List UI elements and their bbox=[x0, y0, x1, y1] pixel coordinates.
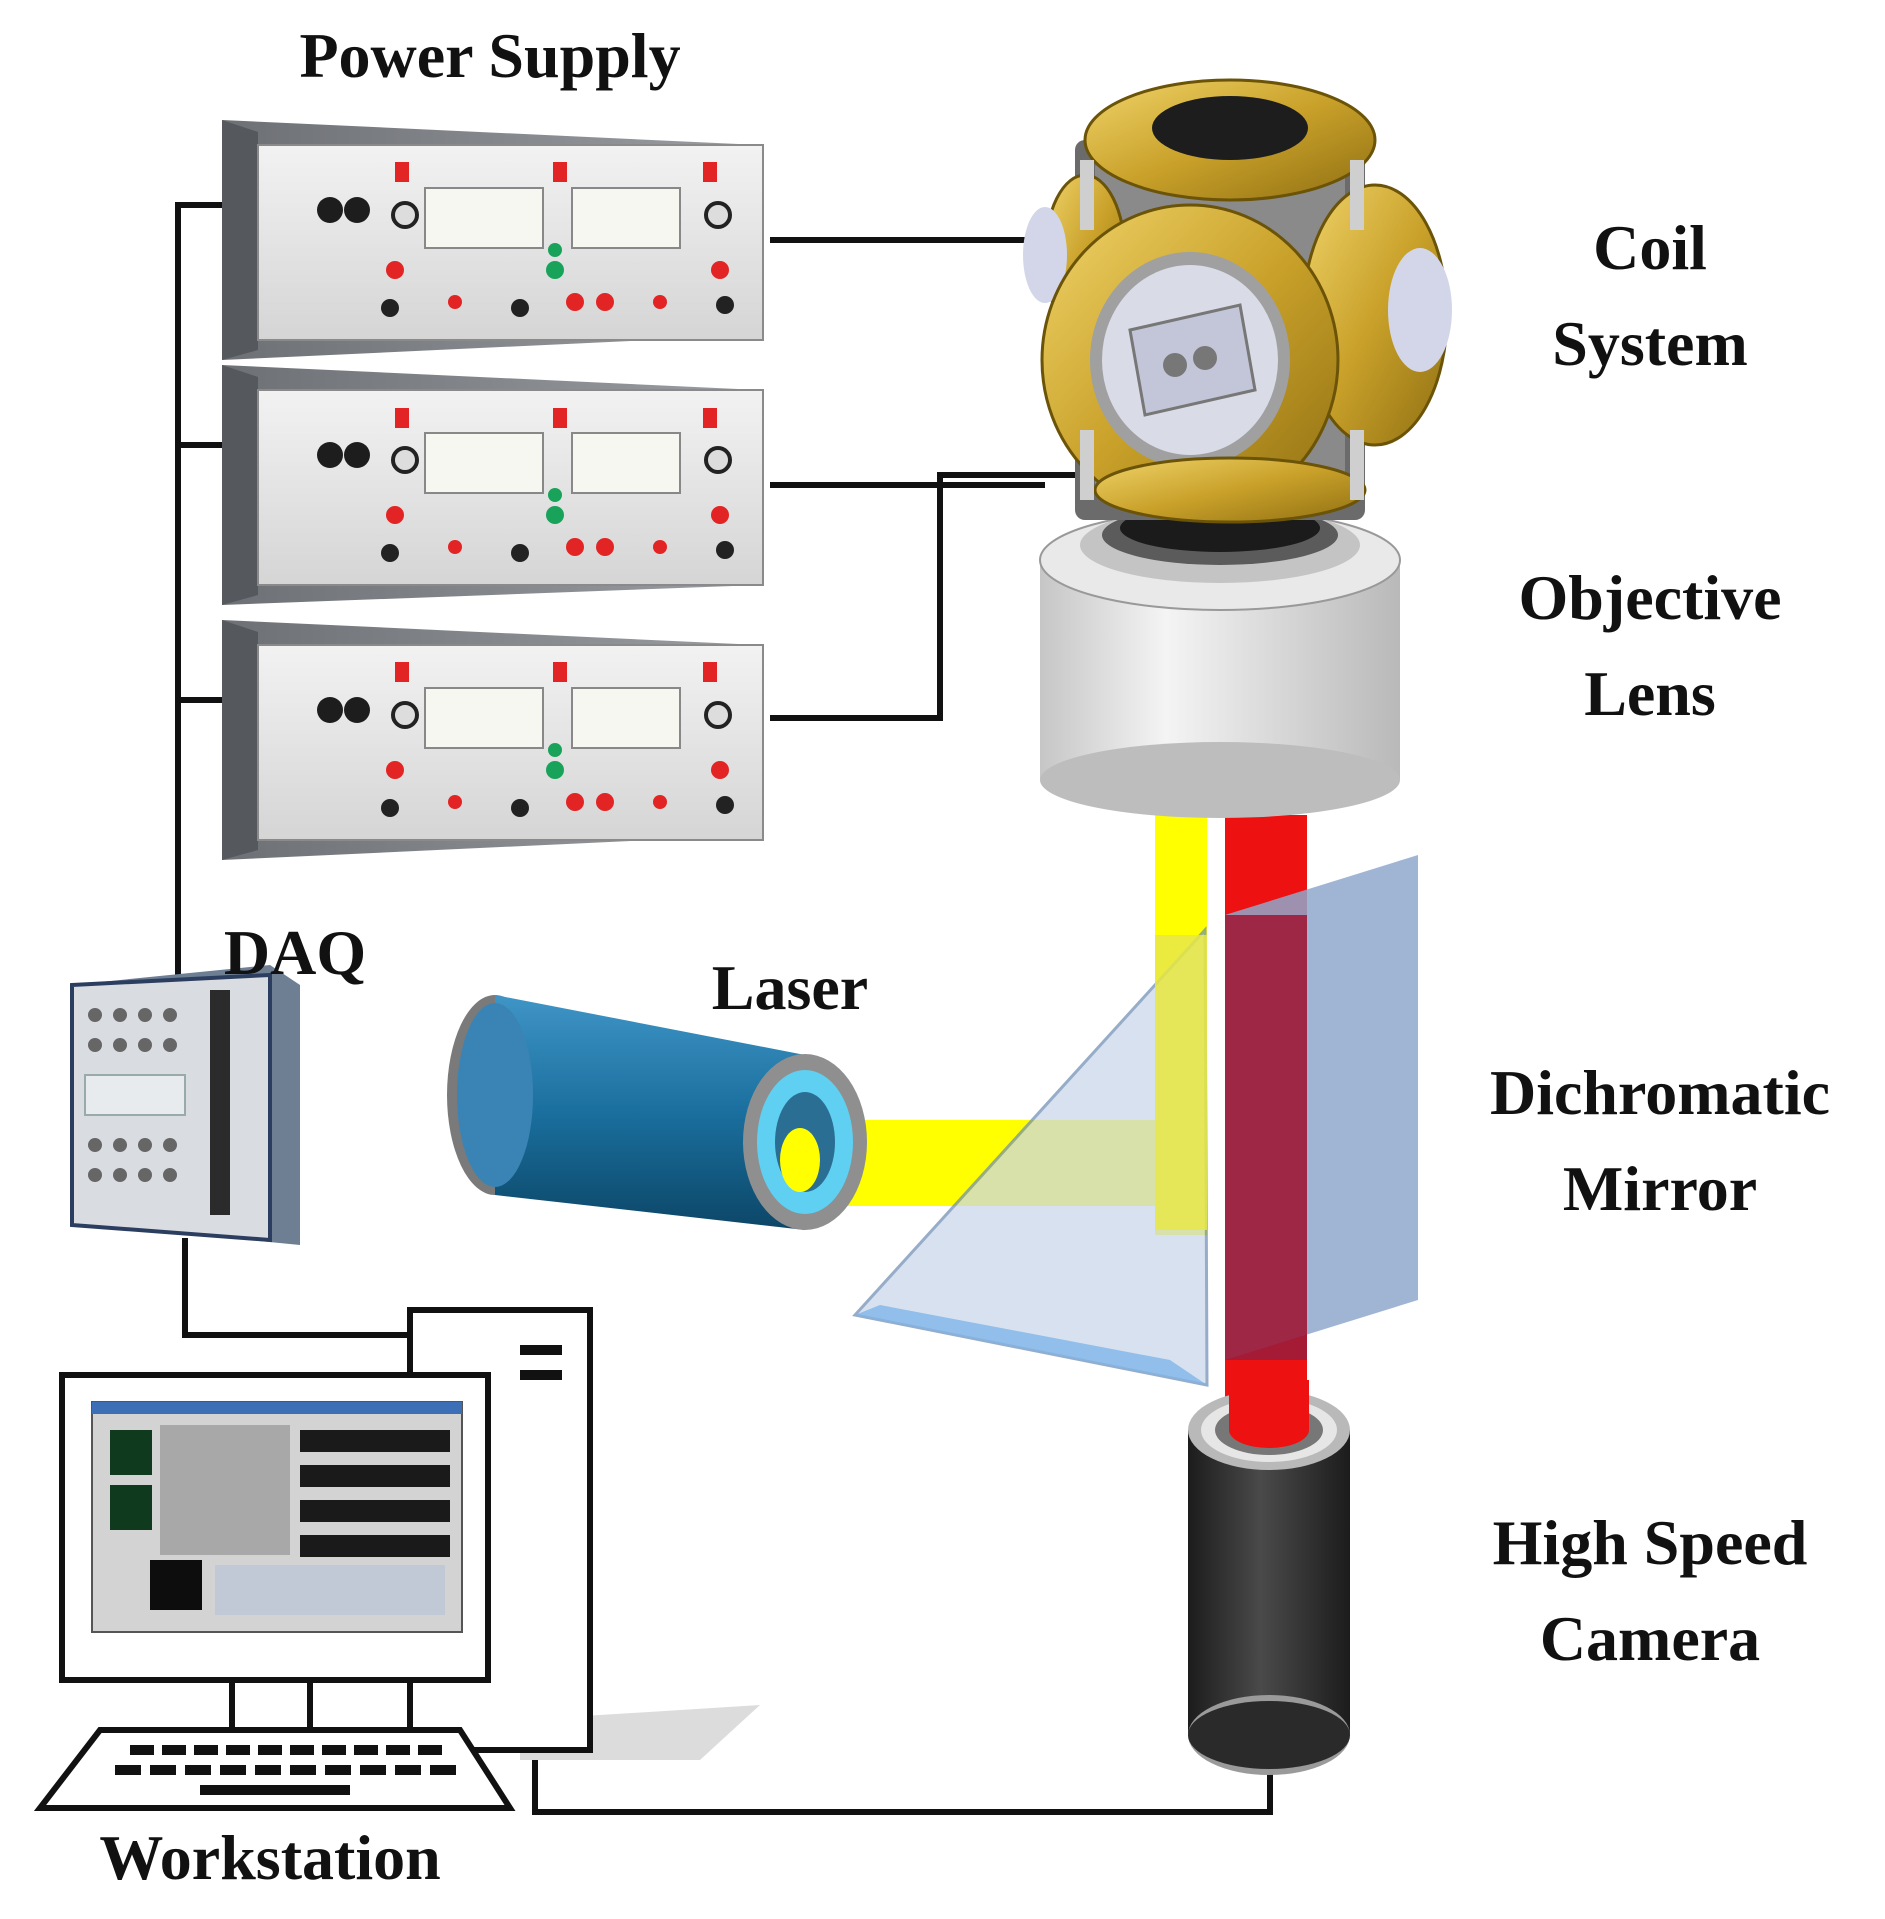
coil-system-icon bbox=[1023, 78, 1452, 524]
power-supply-unit-3 bbox=[222, 620, 764, 860]
daq-icon bbox=[70, 965, 300, 1245]
power-supply-unit-1 bbox=[222, 120, 764, 360]
coil-system-label-line1: Coil bbox=[1593, 212, 1707, 283]
coil-system-label-line2: System bbox=[1552, 308, 1748, 379]
power-supply-unit-2 bbox=[222, 365, 764, 605]
objective-lens-icon bbox=[1039, 504, 1401, 818]
high-speed-camera-label-line1: High Speed bbox=[1492, 1507, 1808, 1578]
power-supply-label: Power Supply bbox=[299, 20, 681, 91]
workstation-label: Workstation bbox=[99, 1822, 441, 1893]
laser-label: Laser bbox=[711, 952, 869, 1023]
dichromatic-mirror-label-line1: Dichromatic bbox=[1489, 1057, 1831, 1128]
daq-label: DAQ bbox=[223, 917, 367, 988]
high-speed-camera-label-line2: Camera bbox=[1539, 1603, 1761, 1674]
dichromatic-mirror-icon bbox=[852, 855, 1418, 1387]
workstation-icon bbox=[33, 1307, 760, 1811]
objective-lens-label-line1: Objective bbox=[1518, 562, 1782, 633]
objective-lens-label-line2: Lens bbox=[1584, 658, 1716, 729]
laser-icon bbox=[447, 995, 867, 1230]
power-supply-icon bbox=[222, 120, 764, 860]
high-speed-camera-icon bbox=[1188, 1380, 1350, 1775]
dichromatic-mirror-label-line2: Mirror bbox=[1562, 1153, 1758, 1224]
